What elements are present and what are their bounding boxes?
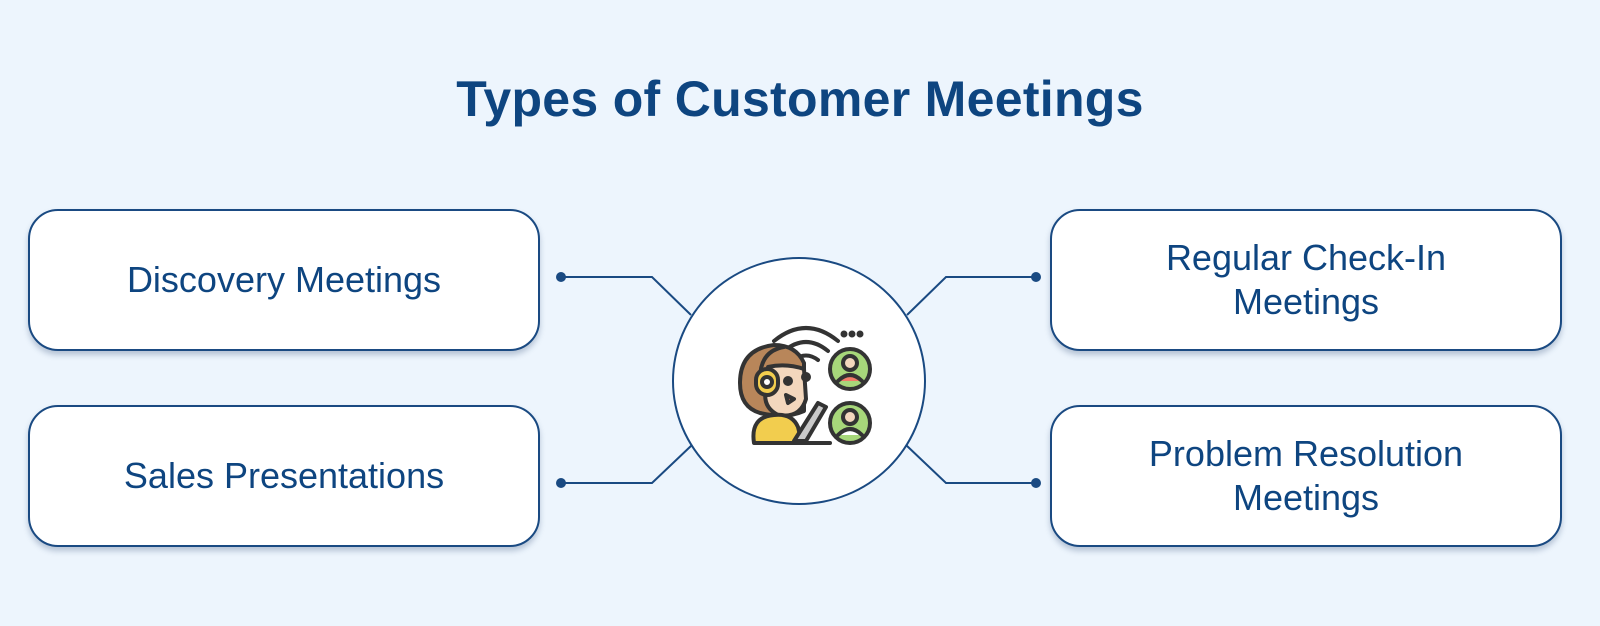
connector-dot-bottom-right bbox=[1031, 478, 1041, 488]
card-label: Discovery Meetings bbox=[126, 259, 442, 300]
card-label: Sales Presentations bbox=[123, 455, 445, 496]
card-label: Problem Resolution Meetings bbox=[1148, 433, 1464, 518]
card-discovery-meetings: Discovery Meetings bbox=[28, 209, 540, 351]
card-regular-check-in-meetings: Regular Check-In Meetings bbox=[1050, 209, 1562, 351]
card-problem-resolution-meetings: Problem Resolution Meetings bbox=[1050, 405, 1562, 547]
customer-support-meeting-icon bbox=[738, 326, 872, 445]
card-label: Regular Check-In Meetings bbox=[1165, 237, 1447, 322]
connector-dot-top-left bbox=[556, 272, 566, 282]
card-sales-presentations: Sales Presentations bbox=[28, 405, 540, 547]
diagram-title: Types of Customer Meetings bbox=[456, 71, 1144, 127]
connector-top-right bbox=[906, 276, 1036, 316]
connector-dot-bottom-left bbox=[556, 478, 566, 488]
center-hub bbox=[672, 257, 926, 505]
connector-top-left bbox=[561, 276, 692, 316]
connector-bottom-left bbox=[561, 444, 693, 484]
connector-bottom-right bbox=[905, 444, 1036, 484]
connector-dot-top-right bbox=[1031, 272, 1041, 282]
